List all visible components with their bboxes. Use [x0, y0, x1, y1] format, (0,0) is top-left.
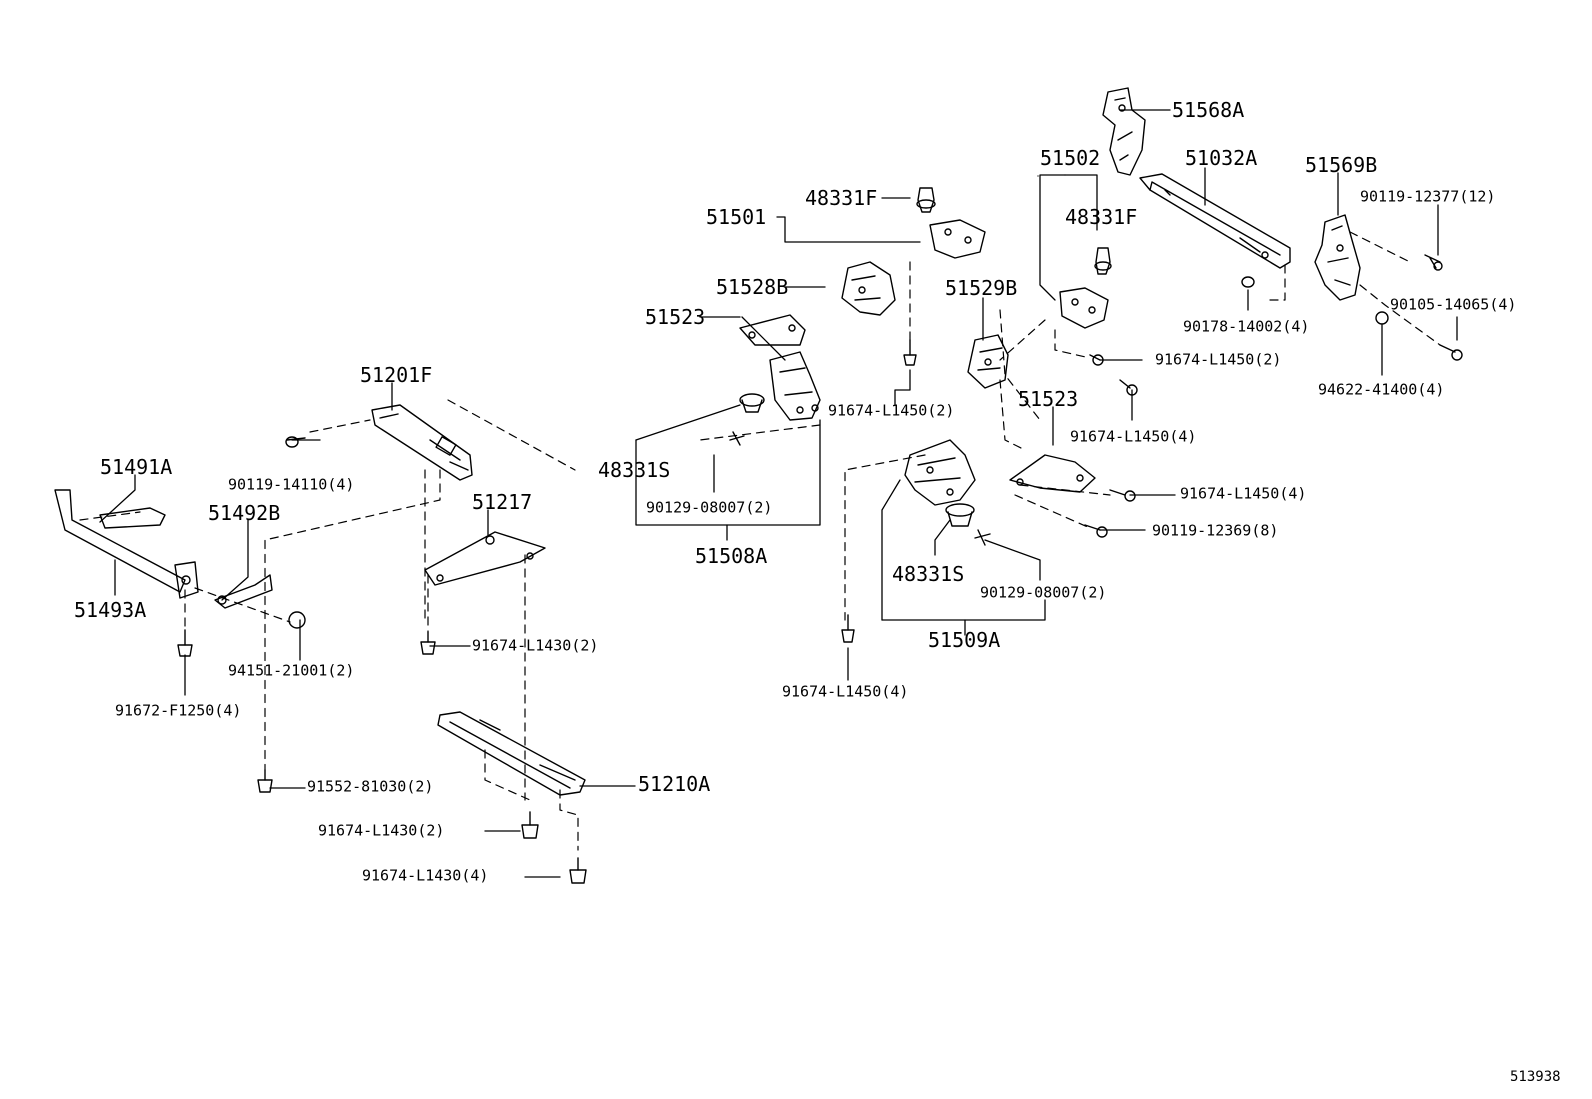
- callout-91674-L1450-2-center[interactable]: 91674-L1450(2): [828, 401, 955, 420]
- part-51493A: [54, 489, 199, 599]
- callout-51528B[interactable]: 51528B: [716, 275, 789, 299]
- callout-51493A[interactable]: 51493A: [74, 598, 147, 622]
- bolt-91674-L1430-middle: [521, 811, 539, 839]
- diagram-reference-number: 513938: [1510, 1069, 1561, 1085]
- part-51523-lower: [1009, 454, 1096, 493]
- nut-94151-21001: [288, 611, 306, 629]
- callout-51569B[interactable]: 51569B: [1305, 153, 1378, 177]
- part-48331S-right: [945, 503, 975, 527]
- callout-90178-14002[interactable]: 90178-14002(4): [1183, 317, 1310, 336]
- callout-51217[interactable]: 51217: [472, 490, 533, 514]
- bolt-91552-81030: [257, 769, 273, 793]
- callout-91552-81030[interactable]: 91552-81030(2): [307, 777, 434, 796]
- callout-48331F-upper[interactable]: 48331F: [805, 186, 878, 210]
- part-51529B: [967, 334, 1009, 389]
- part-51508A: [769, 351, 821, 421]
- part-51201F: [371, 404, 473, 481]
- leader-lines: [99, 109, 1458, 878]
- callout-51502[interactable]: 51502: [1040, 146, 1101, 170]
- callout-91674-L1450-4-mid[interactable]: 91674-L1450(4): [1180, 484, 1307, 503]
- callout-51492B[interactable]: 51492B: [208, 501, 281, 525]
- bolt-90119-12377: [1424, 254, 1443, 271]
- part-51492B: [214, 574, 273, 609]
- callout-91674-L1430-2-lower[interactable]: 91674-L1430(2): [318, 821, 445, 840]
- bolt-90129-08007-left: [729, 431, 745, 446]
- callout-90119-12377[interactable]: 90119-12377(12): [1360, 187, 1496, 206]
- callout-90129-08007-right[interactable]: 90129-08007(2): [980, 583, 1107, 602]
- callout-48331S-right[interactable]: 48331S: [892, 562, 965, 586]
- bolt-90119-12369: [1084, 524, 1108, 538]
- bolt-91672-F1250: [177, 629, 193, 657]
- bolt-91674-L1450-mid-b: [1119, 379, 1138, 396]
- bolt-90129-08007-right: [974, 529, 991, 546]
- callout-51509A[interactable]: 51509A: [928, 628, 1001, 652]
- callout-91674-L1430-2-upper[interactable]: 91674-L1430(2): [472, 636, 599, 655]
- part-51523-upper: [739, 314, 806, 346]
- callout-51210A[interactable]: 51210A: [638, 772, 711, 796]
- callout-51508A[interactable]: 51508A: [695, 544, 768, 568]
- callout-90105-14065[interactable]: 90105-14065(4): [1390, 295, 1517, 314]
- callout-91672-F1250[interactable]: 91672-F1250(4): [115, 701, 242, 720]
- callout-90119-14110[interactable]: 90119-14110(4): [228, 475, 355, 494]
- callout-51032A[interactable]: 51032A: [1185, 146, 1258, 170]
- part-51528B: [841, 261, 896, 316]
- nut-90178-14002: [1241, 276, 1255, 288]
- callout-51529B[interactable]: 51529B: [945, 276, 1018, 300]
- callout-91674-L1450-4-right[interactable]: 91674-L1450(4): [1070, 427, 1197, 446]
- callout-90119-12369[interactable]: 90119-12369(8): [1152, 521, 1279, 540]
- callout-51523-lower[interactable]: 51523: [1018, 387, 1079, 411]
- washer-94622-41400: [1375, 311, 1389, 325]
- callout-90129-08007-left[interactable]: 90129-08007(2): [646, 498, 773, 517]
- callout-48331F-lower[interactable]: 48331F: [1065, 205, 1138, 229]
- part-48331F-upper: [916, 187, 936, 213]
- part-51502: [1059, 287, 1109, 329]
- callout-91674-L1450-2-right[interactable]: 91674-L1450(2): [1155, 350, 1282, 369]
- callout-94622-41400[interactable]: 94622-41400(4): [1318, 380, 1445, 399]
- bolt-90105-14065: [1439, 344, 1463, 361]
- callout-51501[interactable]: 51501: [706, 205, 767, 229]
- part-51217: [424, 531, 546, 586]
- bolt-91674-L1450-lower: [841, 614, 855, 643]
- part-51032A: [1139, 173, 1291, 269]
- bolt-90119-14110: [285, 436, 306, 448]
- part-51509A: [904, 439, 976, 506]
- bolt-91674-L1450-mid-a: [1089, 354, 1104, 366]
- callout-51201F[interactable]: 51201F: [360, 363, 433, 387]
- part-51568A: [1102, 87, 1146, 176]
- part-51210A: [437, 711, 586, 796]
- part-48331F-lower: [1094, 247, 1112, 275]
- callout-91674-L1450-4-lower[interactable]: 91674-L1450(4): [782, 682, 909, 701]
- bolt-91674-L1450-mid-c: [1109, 489, 1136, 502]
- callout-48331S-left[interactable]: 48331S: [598, 458, 671, 482]
- part-51569B: [1314, 214, 1361, 301]
- part-51501: [929, 219, 986, 259]
- callout-51523-upper[interactable]: 51523: [645, 305, 706, 329]
- part-51491A: [99, 507, 166, 529]
- callout-91674-L1430-4[interactable]: 91674-L1430(4): [362, 866, 489, 885]
- part-48331S-left: [739, 393, 765, 413]
- callout-51568A[interactable]: 51568A: [1172, 98, 1245, 122]
- callout-94151-21001[interactable]: 94151-21001(2): [228, 661, 355, 680]
- bolt-91674-L1430-upper: [420, 631, 436, 655]
- callout-51491A[interactable]: 51491A: [100, 455, 173, 479]
- bolt-91674-L1450-upper: [903, 339, 917, 366]
- bolt-91674-L1430-lower: [569, 857, 587, 884]
